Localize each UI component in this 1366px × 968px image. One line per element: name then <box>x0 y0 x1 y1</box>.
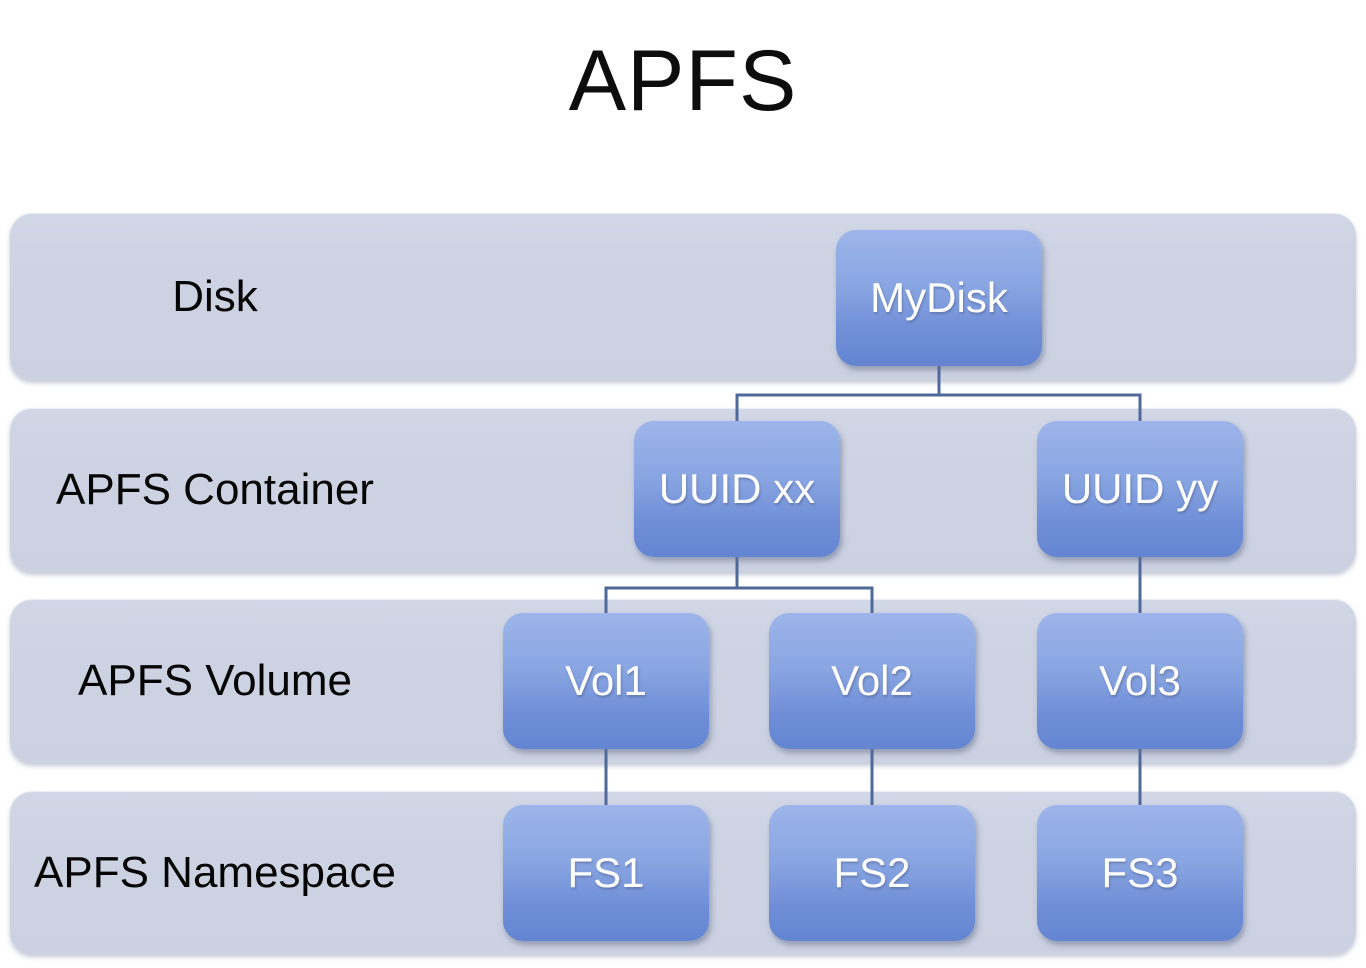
node-vol2: Vol2 <box>769 613 975 749</box>
band-label-apfs-volume: APFS Volume <box>78 656 352 705</box>
node-fs3: FS3 <box>1037 805 1243 941</box>
band-label-apfs-container: APFS Container <box>56 465 374 514</box>
node-uuid-xx: UUID xx <box>634 421 840 557</box>
diagram-title: APFS <box>568 33 798 129</box>
node-vol3: Vol3 <box>1037 613 1243 749</box>
node-uuid-yy: UUID yy <box>1037 421 1243 557</box>
node-vol1: Vol1 <box>503 613 709 749</box>
band-label-apfs-namespace: APFS Namespace <box>34 847 396 897</box>
band-label-disk: Disk <box>172 271 258 321</box>
node-fs2: FS2 <box>769 805 975 941</box>
band-disk: Disk <box>10 213 1356 380</box>
node-mydisk: MyDisk <box>836 230 1042 366</box>
node-fs1: FS1 <box>503 805 709 941</box>
